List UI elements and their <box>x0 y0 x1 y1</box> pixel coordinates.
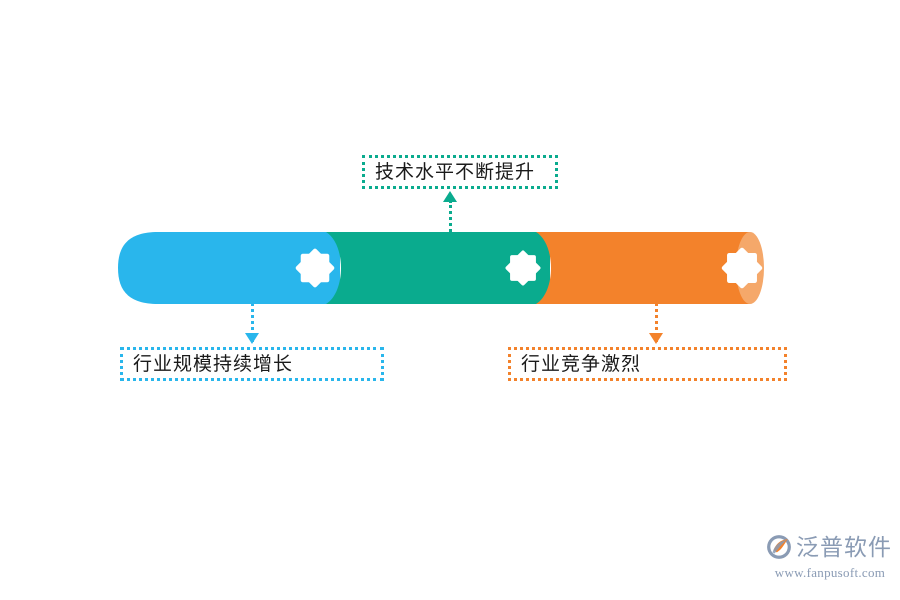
callout-label-competition-text: 行业竞争激烈 <box>521 353 642 375</box>
cylinder-graphic <box>118 232 764 304</box>
connector-line-competition <box>655 292 658 342</box>
arrow-down-icon-competition <box>649 333 663 344</box>
watermark-brand: 泛普软件 <box>796 533 892 560</box>
callout-label-industry-scale[interactable]: 行业规模持续增长 <box>120 347 384 381</box>
cylinder-segment-2[interactable] <box>326 232 550 304</box>
watermark: 泛普软件 www.fanpusoft.com <box>766 534 894 592</box>
watermark-url: www.fanpusoft.com <box>774 565 886 580</box>
callout-label-technology[interactable]: 技术水平不断提升 <box>362 155 558 189</box>
callout-label-competition[interactable]: 行业竞争激烈 <box>508 347 787 381</box>
callout-label-technology-text: 技术水平不断提升 <box>375 161 536 183</box>
cylinder-segment-1[interactable] <box>118 232 340 304</box>
arrow-up-icon-technology <box>443 191 457 202</box>
connector-line-technology <box>449 200 452 244</box>
callout-label-industry-scale-text: 行业规模持续增长 <box>133 353 294 375</box>
segmented-cylinder <box>118 232 780 304</box>
arrow-down-icon-industry-scale <box>245 333 259 344</box>
fanpu-swirl-logo-icon <box>767 535 791 559</box>
connector-line-industry-scale <box>251 296 254 342</box>
